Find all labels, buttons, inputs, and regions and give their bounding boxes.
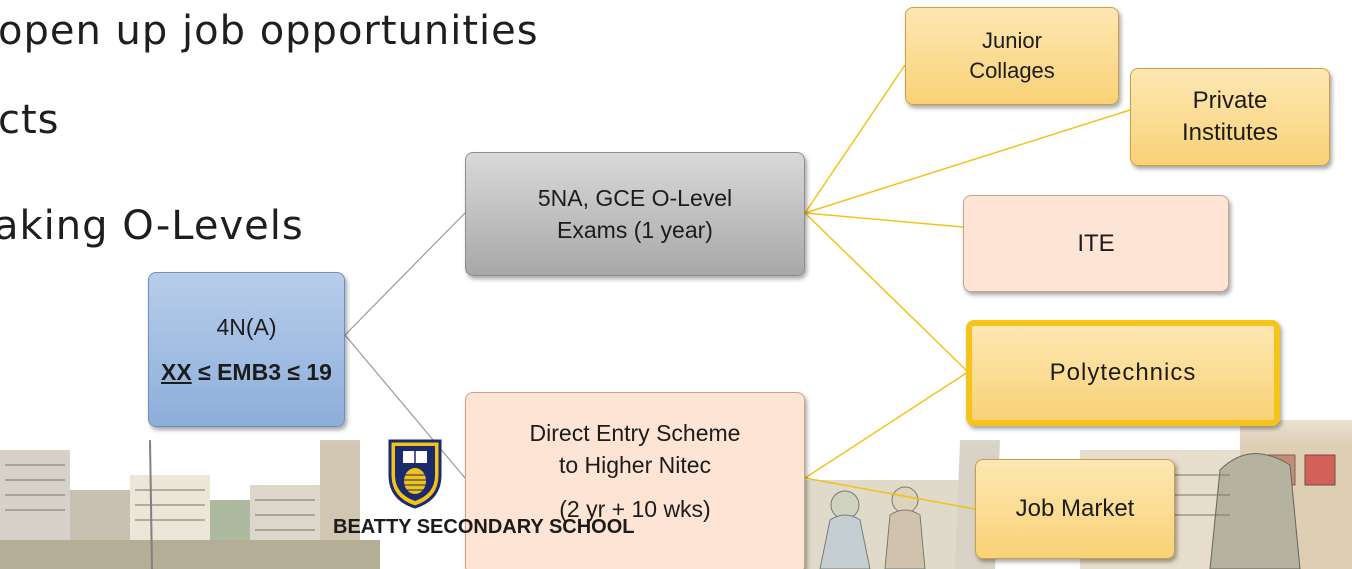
criteria-placeholder: XX <box>161 358 192 385</box>
connector-source-to-direct <box>344 334 466 479</box>
node-polytechnics: Polytechnics <box>966 320 1280 426</box>
connector-exam-to-ite <box>804 212 964 228</box>
bullet-subjects: cts <box>0 97 60 143</box>
connector-direct-to-job <box>804 477 976 510</box>
node-polytechnics-label: Polytechnics <box>1049 359 1197 386</box>
node-direct-line2: to Higher Nitec <box>558 452 712 478</box>
connector-exam-to-private <box>804 109 1131 214</box>
school-name-caption: BEATTY SECONDARY SCHOOL <box>333 516 635 538</box>
node-junior-line2: Collages <box>969 58 1055 83</box>
node-ite-label: ITE <box>1077 229 1115 257</box>
node-direct-entry-scheme: Direct Entry Scheme to Higher Nitec (2 y… <box>465 392 805 569</box>
school-crest-logo <box>388 439 442 509</box>
connector-exam-to-junior <box>804 64 906 214</box>
node-4na-criteria: 4N(A) XX ≤ EMB3 ≤ 19 <box>148 272 345 427</box>
node-private-line1: Private <box>1192 87 1268 114</box>
node-private-line2: Institutes <box>1181 119 1279 146</box>
node-4na-title: 4N(A) <box>216 313 277 340</box>
connector-exam-to-poly <box>804 212 969 373</box>
node-4na-criteria-text: XX ≤ EMB3 ≤ 19 <box>161 359 332 386</box>
node-job-market: Job Market <box>975 459 1175 559</box>
node-direct-line1: Direct Entry Scheme <box>529 420 741 446</box>
bullet-job-opportunities: open up job opportunities <box>0 8 539 54</box>
connector-direct-to-poly <box>804 371 969 479</box>
node-junior-line1: Junior <box>982 28 1042 53</box>
node-junior-colleges: Junior Collages <box>905 7 1119 105</box>
node-o-level-exams: 5NA, GCE O-Level Exams (1 year) <box>465 152 805 276</box>
bullet-o-levels: aking O-Levels <box>0 203 304 249</box>
node-o-level-line2: Exams (1 year) <box>557 217 713 243</box>
criteria-range: ≤ EMB3 ≤ 19 <box>191 358 332 385</box>
node-o-level-line1: 5NA, GCE O-Level <box>537 185 733 211</box>
node-ite: ITE <box>963 195 1229 292</box>
node-private-institutes: Private Institutes <box>1130 68 1330 166</box>
node-job-market-label: Job Market <box>1015 495 1135 522</box>
node-direct-line3: (2 yr + 10 wks) <box>559 496 711 522</box>
connector-source-to-exam <box>344 212 466 336</box>
